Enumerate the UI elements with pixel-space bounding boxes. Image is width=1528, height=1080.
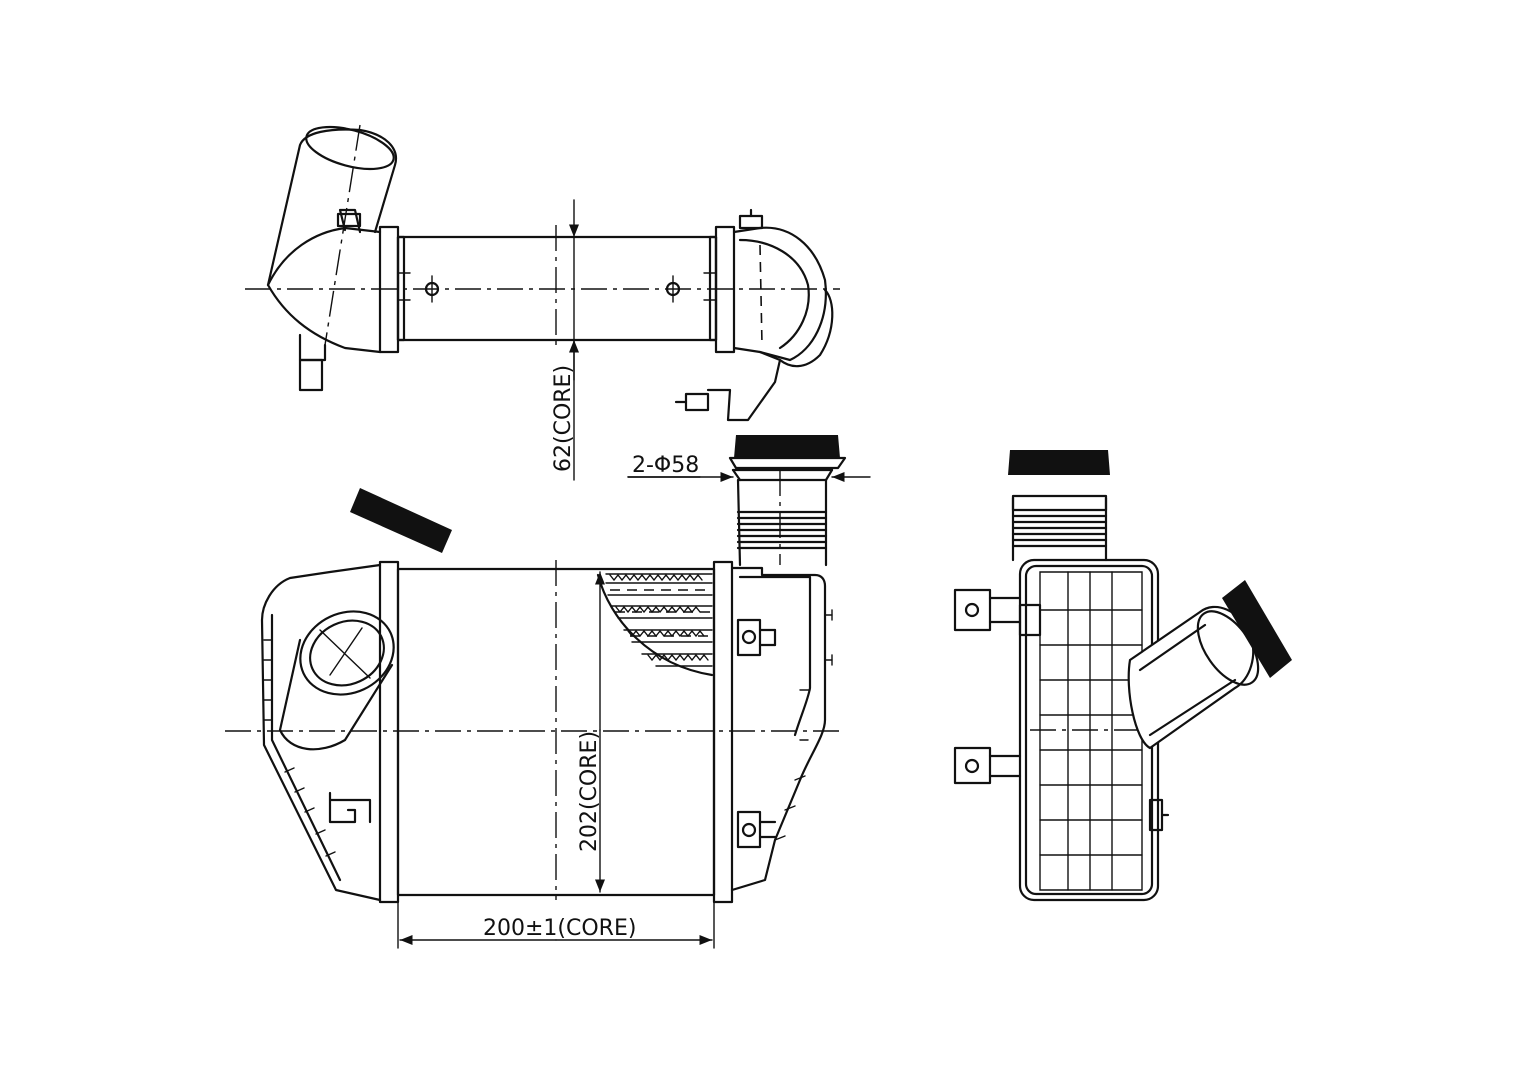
side-view [953, 450, 1292, 902]
core-depth-dimension: 62(CORE) [551, 365, 576, 472]
core-width-dimension: 200±1(CORE) [483, 916, 636, 941]
top-view: 62(CORE) [245, 124, 840, 481]
front-view: 2-Φ58 202(CORE) 200±1(CORE) [225, 435, 871, 949]
core-height-dimension: 202(CORE) [577, 731, 602, 852]
port-diameter-dimension: 2-Φ58 [632, 453, 699, 478]
